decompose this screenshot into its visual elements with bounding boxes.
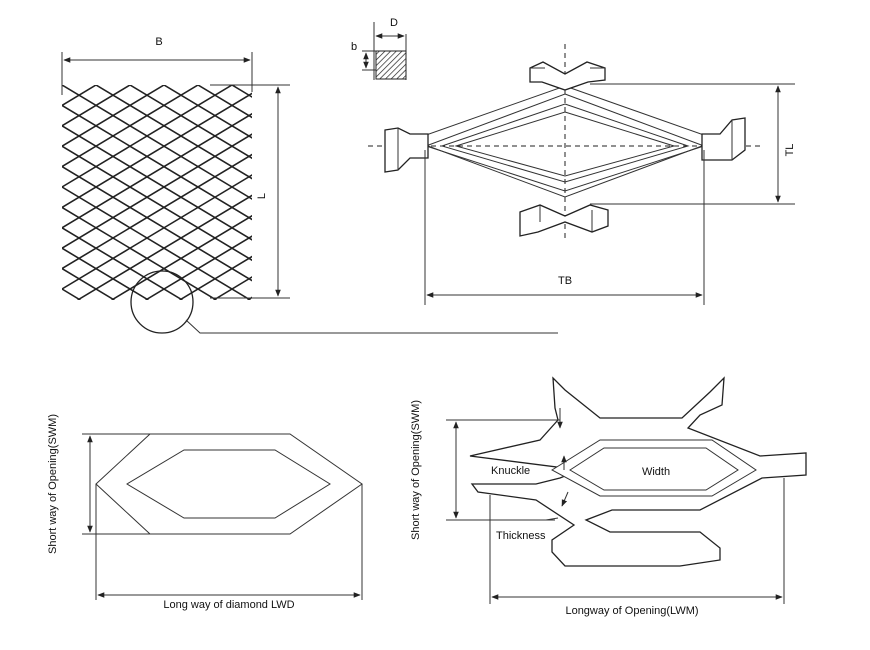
diamond-inner-bevel xyxy=(454,111,676,177)
mesh-strand xyxy=(690,85,870,300)
mesh-strand xyxy=(282,85,640,300)
knuckle-label: Knuckle xyxy=(491,465,530,477)
detail-callout-circle xyxy=(130,270,194,334)
mesh-strand xyxy=(111,214,252,300)
mesh-strand xyxy=(266,85,624,300)
mesh-strand xyxy=(742,85,870,300)
mesh-strand xyxy=(62,92,252,209)
right-knuckle xyxy=(701,117,746,161)
mesh-strand xyxy=(62,133,252,250)
mesh-strand xyxy=(486,85,844,300)
mesh-strand xyxy=(520,85,870,300)
mesh-strand xyxy=(606,85,870,300)
l-label: L xyxy=(256,193,268,199)
mesh-strand xyxy=(62,85,131,127)
mesh-strand xyxy=(810,85,870,300)
mesh-strand xyxy=(62,112,252,229)
top-knuckle xyxy=(529,61,606,91)
mesh-strand xyxy=(62,85,63,86)
tl-label: TL xyxy=(784,144,796,157)
mesh-strand xyxy=(62,104,252,221)
mesh-strand xyxy=(62,206,217,300)
lwm-label: Longway of Opening(LWM) xyxy=(565,605,698,617)
diamond-inner xyxy=(440,103,690,183)
mesh-strand xyxy=(844,85,870,300)
mesh-strand xyxy=(708,85,870,300)
swm-right-label: Short way of Opening(SWM) xyxy=(410,400,422,540)
mesh-strand xyxy=(776,85,870,300)
section-hatch xyxy=(375,50,407,80)
swm-left-label: Short way of Opening(SWM) xyxy=(47,414,59,554)
width-label: Width xyxy=(642,466,670,478)
mesh-strand xyxy=(95,85,252,180)
mesh-strand xyxy=(163,85,252,139)
mesh-strand xyxy=(0,85,46,300)
diamond-inner-outline xyxy=(126,449,331,519)
diamond-cell-detail: TL TB xyxy=(368,44,796,305)
b-small-label: b xyxy=(351,41,357,53)
mesh-strand xyxy=(62,288,81,300)
mesh-strand xyxy=(554,85,870,300)
mesh-strand xyxy=(62,145,252,262)
opening-diamond: Short way of Opening(SWM) Long way of di… xyxy=(47,414,363,611)
thickness-label: Thickness xyxy=(496,530,546,542)
mesh-strand xyxy=(179,255,252,300)
mesh-strand xyxy=(62,226,183,300)
opening-detail: Knuckle Width Thickness Short way of Ope… xyxy=(410,376,807,617)
mesh-strand xyxy=(656,85,870,300)
opening-inner-bevel xyxy=(569,447,739,491)
mesh-strand xyxy=(62,174,252,290)
mesh-strand xyxy=(62,153,252,270)
mesh-strand xyxy=(62,85,233,188)
strand-section: D b xyxy=(351,17,407,80)
mesh-strand xyxy=(470,85,828,300)
mesh-sheet xyxy=(0,85,870,300)
mesh-strand xyxy=(62,85,199,168)
diamond-outer xyxy=(410,85,720,198)
left-knuckle xyxy=(384,127,429,173)
tb-label: TB xyxy=(558,275,572,287)
d-label: D xyxy=(390,17,398,29)
mesh-strand xyxy=(62,85,252,200)
mesh-strand xyxy=(145,235,252,300)
bottom-knuckle xyxy=(519,204,609,237)
mesh-strand xyxy=(674,85,870,300)
mesh-strand xyxy=(316,85,674,300)
mesh-strand xyxy=(213,276,252,300)
b-label: B xyxy=(155,36,162,48)
mesh-strand xyxy=(622,85,870,300)
mesh-strand xyxy=(0,85,12,300)
mesh-strand xyxy=(418,85,776,300)
mesh-strand xyxy=(640,85,870,300)
mesh-strand xyxy=(452,85,810,300)
mesh-strand xyxy=(62,124,252,241)
mesh-strand xyxy=(572,85,870,300)
mesh-strand xyxy=(504,85,862,300)
mesh-strand xyxy=(0,85,28,300)
mesh-strand xyxy=(436,85,794,300)
mesh-strand xyxy=(62,85,165,148)
mesh-strand xyxy=(62,247,149,300)
mesh-strand xyxy=(62,186,251,300)
thickness-arrow xyxy=(561,491,569,507)
opening-inner xyxy=(551,439,757,497)
diamond-outer-outline xyxy=(95,433,363,535)
mesh-strand xyxy=(588,85,870,300)
mesh-strand xyxy=(231,85,252,98)
mesh-diamond-pattern xyxy=(0,85,870,300)
lwd-label: Long way of diamond LWD xyxy=(163,599,294,611)
mesh-strand xyxy=(384,85,742,300)
mesh-strand xyxy=(77,194,252,300)
diamond-outer-bevel xyxy=(424,93,706,192)
detail-leader-line xyxy=(185,319,558,334)
mesh-strand xyxy=(129,85,252,160)
mesh-strand xyxy=(62,165,252,282)
mesh-strand xyxy=(334,85,692,300)
